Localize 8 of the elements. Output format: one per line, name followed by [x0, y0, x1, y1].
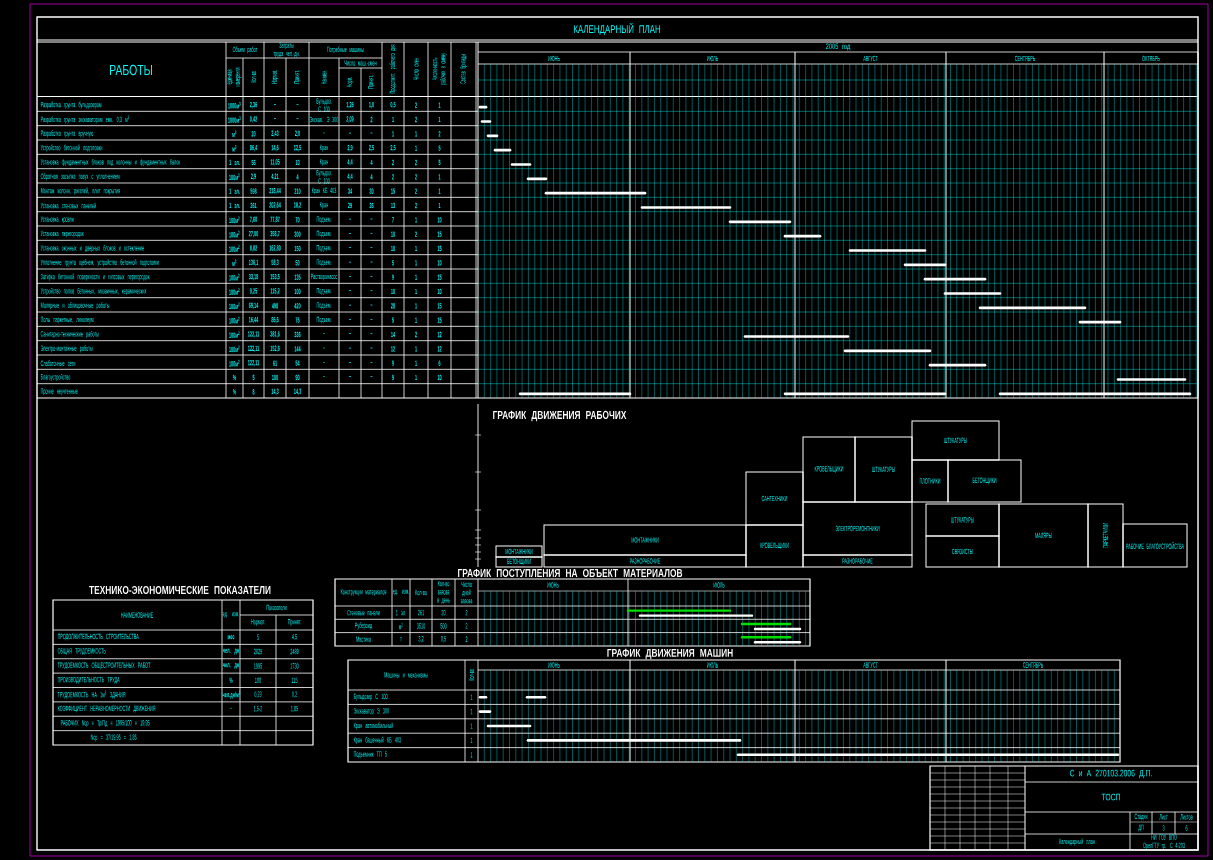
- table-title: ГРАФИК ПОСТУПЛЕНИЯ НА ОБЪЕКТ МАТЕРИАЛОВ: [458, 568, 683, 578]
- title: КАЛЕНДАРНЫЙ ПЛАН: [573, 22, 661, 36]
- table-title: ГРАФИК ДВИЖЕНИЯ МАШИН: [607, 648, 733, 660]
- table-title: ТЕХНИКО-ЭКОНОМИЧЕСКИЕ ПОКАЗАТЕЛИ: [89, 585, 271, 595]
- document-code: С и А 270103.2006 Д.П.: [1070, 769, 1152, 779]
- chart-title: ГРАФИК ДВИЖЕНИЯ РАБОЧИХ: [493, 410, 627, 422]
- table-text: РАБОТЫ: [110, 64, 152, 76]
- title-block-text: ТОСП: [1101, 793, 1120, 801]
